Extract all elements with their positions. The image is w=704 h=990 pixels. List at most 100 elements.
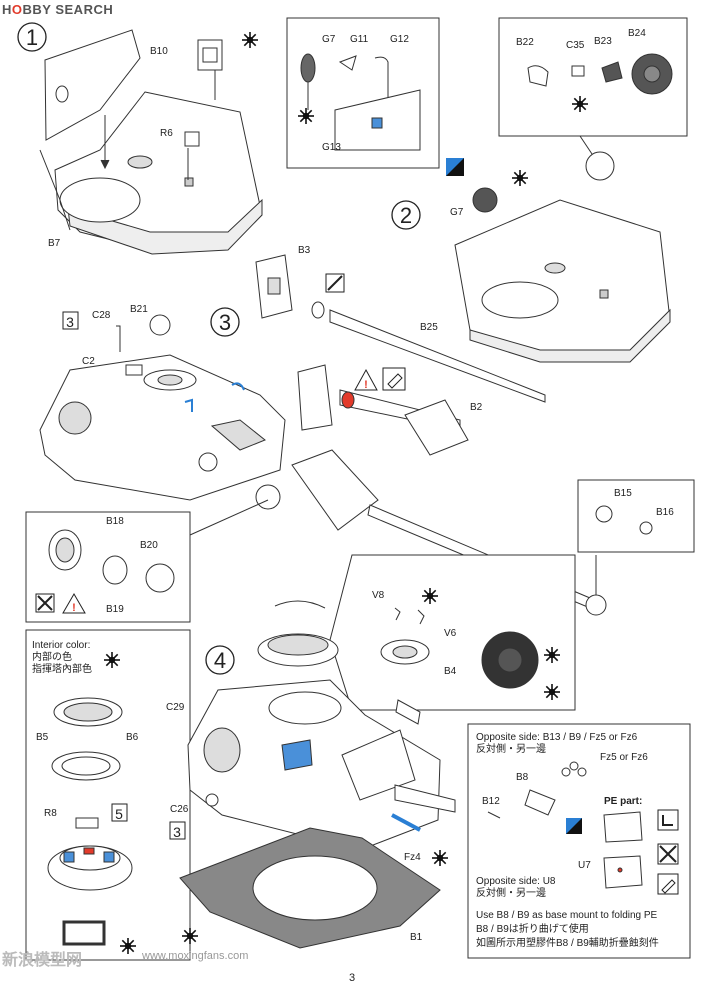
interior-color-title: Interior color: (32, 640, 90, 651)
turret-floor-b1 (179, 827, 441, 949)
svg-text:2: 2 (400, 203, 412, 228)
note-en: Use B8 / B9 as base mount to folding PE (476, 910, 658, 921)
part-label: B20 (140, 540, 158, 551)
part-label: B18 (106, 516, 124, 527)
glue-icon (657, 873, 679, 895)
part-label: B22 (516, 37, 534, 48)
part-label: G13 (322, 142, 341, 153)
detail-b18-parts (48, 529, 175, 593)
watermark-bottom-url: www.moxingfans.com (142, 950, 249, 962)
opposite-side-en: Opposite side: B13 / B9 / Fz5 or Fz6 (476, 732, 638, 743)
direction-marker (446, 158, 464, 176)
svg-text:!: ! (72, 602, 76, 614)
part-label: B4 (444, 666, 457, 677)
step-2-marker: 2 (391, 200, 421, 230)
ref-3b-marker: 3 (169, 821, 186, 840)
part-label: V8 (372, 590, 385, 601)
part-label: B8 (516, 772, 529, 783)
part-label: V6 (444, 628, 457, 639)
vision-port-parts (300, 53, 421, 151)
paint-icon (297, 107, 315, 125)
opposite-side-en: Opposite side: U8 (476, 876, 556, 887)
svg-text:3: 3 (66, 314, 74, 330)
paint-icon (543, 683, 561, 701)
part-label: B5 (36, 732, 49, 743)
part-label: G7 (450, 207, 464, 218)
step-4-marker: 4 (205, 645, 235, 675)
interior-color-cn: 指揮塔內部色 (32, 662, 92, 675)
part-label: G11 (350, 34, 369, 45)
paint-icon (119, 937, 137, 955)
part-label: C29 (166, 702, 185, 713)
part-label: B12 (482, 796, 500, 807)
step1-turret-floor (39, 29, 263, 255)
svg-text:5: 5 (115, 806, 123, 822)
cupola-hatch-parts (380, 607, 539, 689)
part-label: B21 (130, 304, 148, 315)
paint-icon (511, 169, 529, 187)
detail-b15-parts (595, 505, 653, 535)
part-label: B7 (48, 238, 61, 249)
watermark-logo: HOBBY SEARCH (2, 2, 114, 17)
opposite-side-cn: 反対側・另一邊 (476, 742, 546, 755)
part-label: Fz5 or Fz6 (600, 752, 648, 763)
paint-icon (431, 849, 449, 867)
part-label: Fz4 (404, 852, 421, 863)
paint-icon (571, 95, 589, 113)
part-label: C26 (170, 804, 189, 815)
svg-text:1: 1 (26, 25, 38, 50)
paint-icon (103, 651, 121, 669)
warning-icon: ! (62, 593, 86, 614)
part-label: B25 (420, 322, 438, 333)
svg-text:3: 3 (173, 824, 181, 840)
ref-3-marker: 3 (62, 311, 79, 330)
step-1-marker: 1 (17, 22, 47, 52)
part-label: B10 (150, 46, 168, 57)
note-jp: B8 / B9は折り曲げて使用 (476, 922, 589, 935)
detail-box-b15 (577, 479, 695, 553)
step4-cupola (257, 600, 339, 667)
step3-turret-shell (39, 354, 286, 501)
gun-barrel-b25 (311, 301, 546, 403)
pe-parts-drawing (487, 761, 643, 889)
gun-assembly-b2 (297, 364, 469, 456)
svg-text:4: 4 (214, 648, 226, 673)
pe-part-box (467, 723, 691, 959)
svg-text:3: 3 (219, 310, 231, 335)
part-label: B1 (410, 932, 423, 943)
step3-small-parts (116, 314, 171, 376)
step-3-marker: 3 (210, 307, 240, 337)
part-label: R6 (160, 128, 173, 139)
interior-color-jp: 内部の色 (32, 650, 72, 663)
part-label: B24 (628, 28, 646, 39)
part-fz4 (391, 813, 421, 832)
part-c26 (205, 793, 219, 807)
part-label: U7 (578, 860, 591, 871)
part-label: B19 (106, 604, 124, 615)
warning-cut-icon (657, 843, 679, 865)
part-label: R8 (44, 808, 57, 819)
glue-icon (382, 367, 406, 391)
pistol-port-parts (527, 53, 673, 95)
direction-marker (566, 818, 582, 834)
interior-color-box (25, 629, 191, 961)
paint-icon (241, 31, 259, 49)
part-label: C35 (566, 40, 585, 51)
step1-arrows (100, 70, 216, 180)
cupola-rings (47, 697, 133, 946)
part-label: B3 (298, 245, 311, 256)
warning-icon: ! (354, 368, 378, 391)
paint-icon (421, 587, 439, 605)
gun-mantlet-b3 (255, 254, 293, 319)
opposite-side-cn: 反対側・另一邊 (476, 886, 546, 899)
part-label: G7 (322, 34, 336, 45)
page-number: 3 (348, 972, 356, 984)
part-label: B23 (594, 36, 612, 47)
step1-part-r6 (184, 131, 200, 147)
part-label: G12 (390, 34, 409, 45)
watermark-bottom-cn: 新浪模型网 (2, 952, 83, 969)
part-label: C2 (82, 356, 95, 367)
paint-icon (181, 927, 199, 945)
